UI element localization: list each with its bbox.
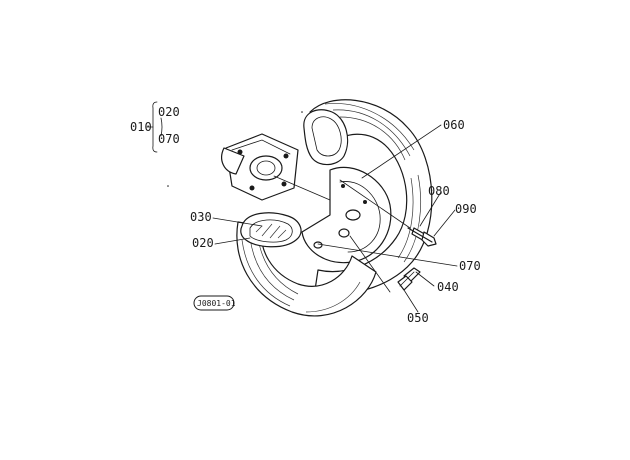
leader-090	[433, 209, 456, 237]
leader-hub	[273, 175, 331, 201]
valve-stem-assembly	[397, 267, 421, 291]
assembly-bracket-group: 010 020 070	[130, 101, 180, 153]
leader-020	[214, 237, 251, 245]
part-label-070: 070	[459, 259, 481, 273]
wheel-disc	[301, 166, 392, 264]
disc-bolt-hole	[313, 241, 323, 249]
disc-rivet	[363, 200, 367, 204]
assembly-member-070: 070	[158, 132, 180, 146]
assembly-label-010: 010	[130, 120, 152, 134]
speck	[301, 111, 303, 113]
rear-tire	[303, 99, 433, 295]
leader-lines	[212, 124, 458, 313]
reference-code: J0801-01	[197, 299, 236, 308]
leader-030	[212, 217, 263, 227]
bolt-090-assembly	[407, 227, 437, 247]
speck	[167, 185, 169, 187]
bracket-tilde	[160, 117, 163, 137]
part-label-090: 090	[455, 202, 477, 216]
part-callouts: 060 080 090 030 020 070 040 050	[190, 118, 481, 325]
leader-050	[403, 289, 419, 313]
part-label-030: 030	[190, 210, 212, 224]
bracket-brace	[152, 101, 158, 153]
part-label-060: 060	[443, 118, 465, 132]
leader-080	[419, 191, 442, 227]
disc-rivet	[341, 184, 345, 188]
bolt-head-090	[421, 231, 437, 247]
bolt-shank	[407, 227, 433, 243]
front-tire	[236, 212, 377, 317]
disc-bolt-hole	[345, 209, 361, 221]
wheel-hub	[221, 133, 299, 201]
part-label-020: 020	[192, 236, 214, 250]
valve-stem-050	[397, 275, 413, 291]
part-label-080: 080	[428, 184, 450, 198]
assembly-member-020: 020	[158, 105, 180, 119]
axis-line-valve	[349, 235, 391, 293]
part-label-040: 040	[437, 280, 459, 294]
leader-060	[361, 124, 442, 179]
leader-070	[317, 243, 458, 267]
part-label-050: 050	[407, 311, 429, 325]
axis-line	[339, 179, 411, 229]
disc-bolt-hole	[338, 228, 350, 238]
leader-040	[415, 271, 435, 287]
reference-code-badge: J0801-01	[193, 295, 236, 311]
